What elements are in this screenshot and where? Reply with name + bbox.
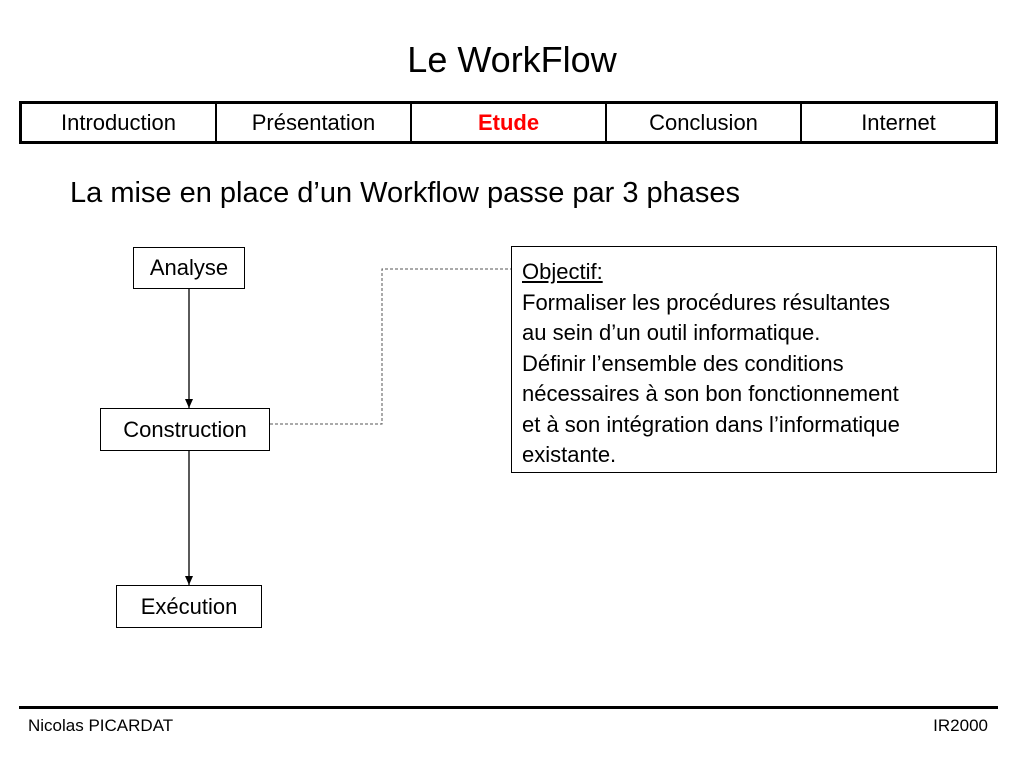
phase-box-construction: Construction [100,408,270,451]
footer-author: Nicolas PICARDAT [28,716,174,735]
footer-code: IR2000 [933,716,988,735]
objective-heading: Objectif: [522,259,603,284]
phase-box-execution: Exécution [116,585,262,628]
objective-line: au sein d’un outil informatique. [522,320,821,345]
objective-callout-box: Objectif: Formaliser les procédures résu… [511,246,997,473]
nav-tab-internet[interactable]: Internet [861,109,936,135]
nav-tab-presentation[interactable]: Présentation [217,104,412,141]
objective-line: Définir l’ensemble des conditions [522,350,844,376]
nav-tab-etude[interactable]: Etude [412,104,607,141]
phase-box-analyse: Analyse [133,247,245,289]
objective-line: et à son intégration dans l’informatique [522,411,900,437]
section-nav-bar: Introduction Présentation Etude Conclusi… [19,101,998,144]
objective-line: Formaliser les procédures résultantes [522,289,891,315]
nav-tab-conclusion[interactable]: Conclusion [607,104,802,141]
slide-subtitle: La mise en place d’un Workflow passe par… [70,177,741,209]
slide-title: Le WorkFlow [407,39,617,80]
objective-line: nécessaires à son bon fonctionnement [522,381,899,406]
objective-line: existante. [522,442,617,467]
footer-divider [19,706,998,709]
nav-tab-introduction[interactable]: Introduction [22,104,217,141]
dashed-link-construction-to-objective [270,268,511,425]
